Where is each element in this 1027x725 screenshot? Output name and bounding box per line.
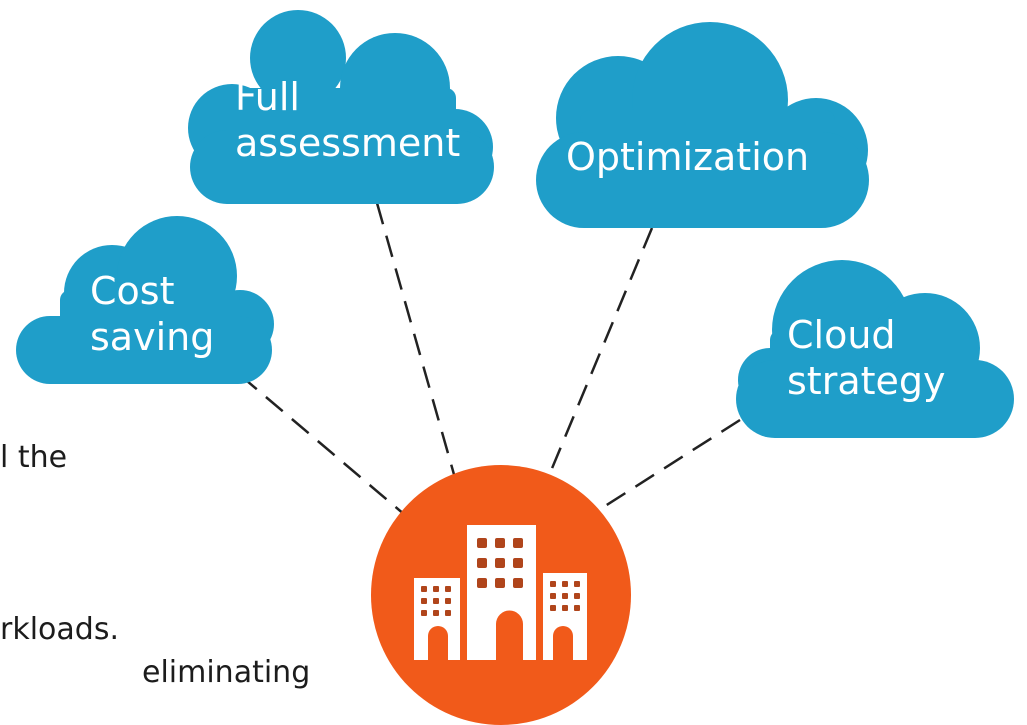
- cloud-cost-saving: [16, 216, 274, 384]
- optimization-label: Optimization: [566, 135, 810, 179]
- connector-cost-saving: [239, 374, 406, 516]
- cloud-cloud-strategy: [736, 260, 1014, 438]
- background-text-line-2: rkloads.: [0, 612, 119, 647]
- connector-full-assessment: [375, 202, 457, 479]
- cloud-strategy-label: Cloud strategy: [787, 313, 946, 403]
- cloud-full-assessment: [188, 10, 494, 204]
- connector-cloud-strategy: [601, 418, 741, 510]
- full-assessment-label: Full assessment: [235, 75, 461, 165]
- background-text-line-3: eliminating: [142, 655, 311, 690]
- center-node: [371, 465, 631, 725]
- connectors: [239, 202, 741, 516]
- cloud-optimization: [536, 22, 869, 228]
- connector-optimization: [546, 227, 654, 479]
- cost-saving-label: Cost saving: [90, 269, 215, 359]
- background-text-line-1: l the: [0, 440, 68, 475]
- office-buildings-icon: [414, 525, 587, 660]
